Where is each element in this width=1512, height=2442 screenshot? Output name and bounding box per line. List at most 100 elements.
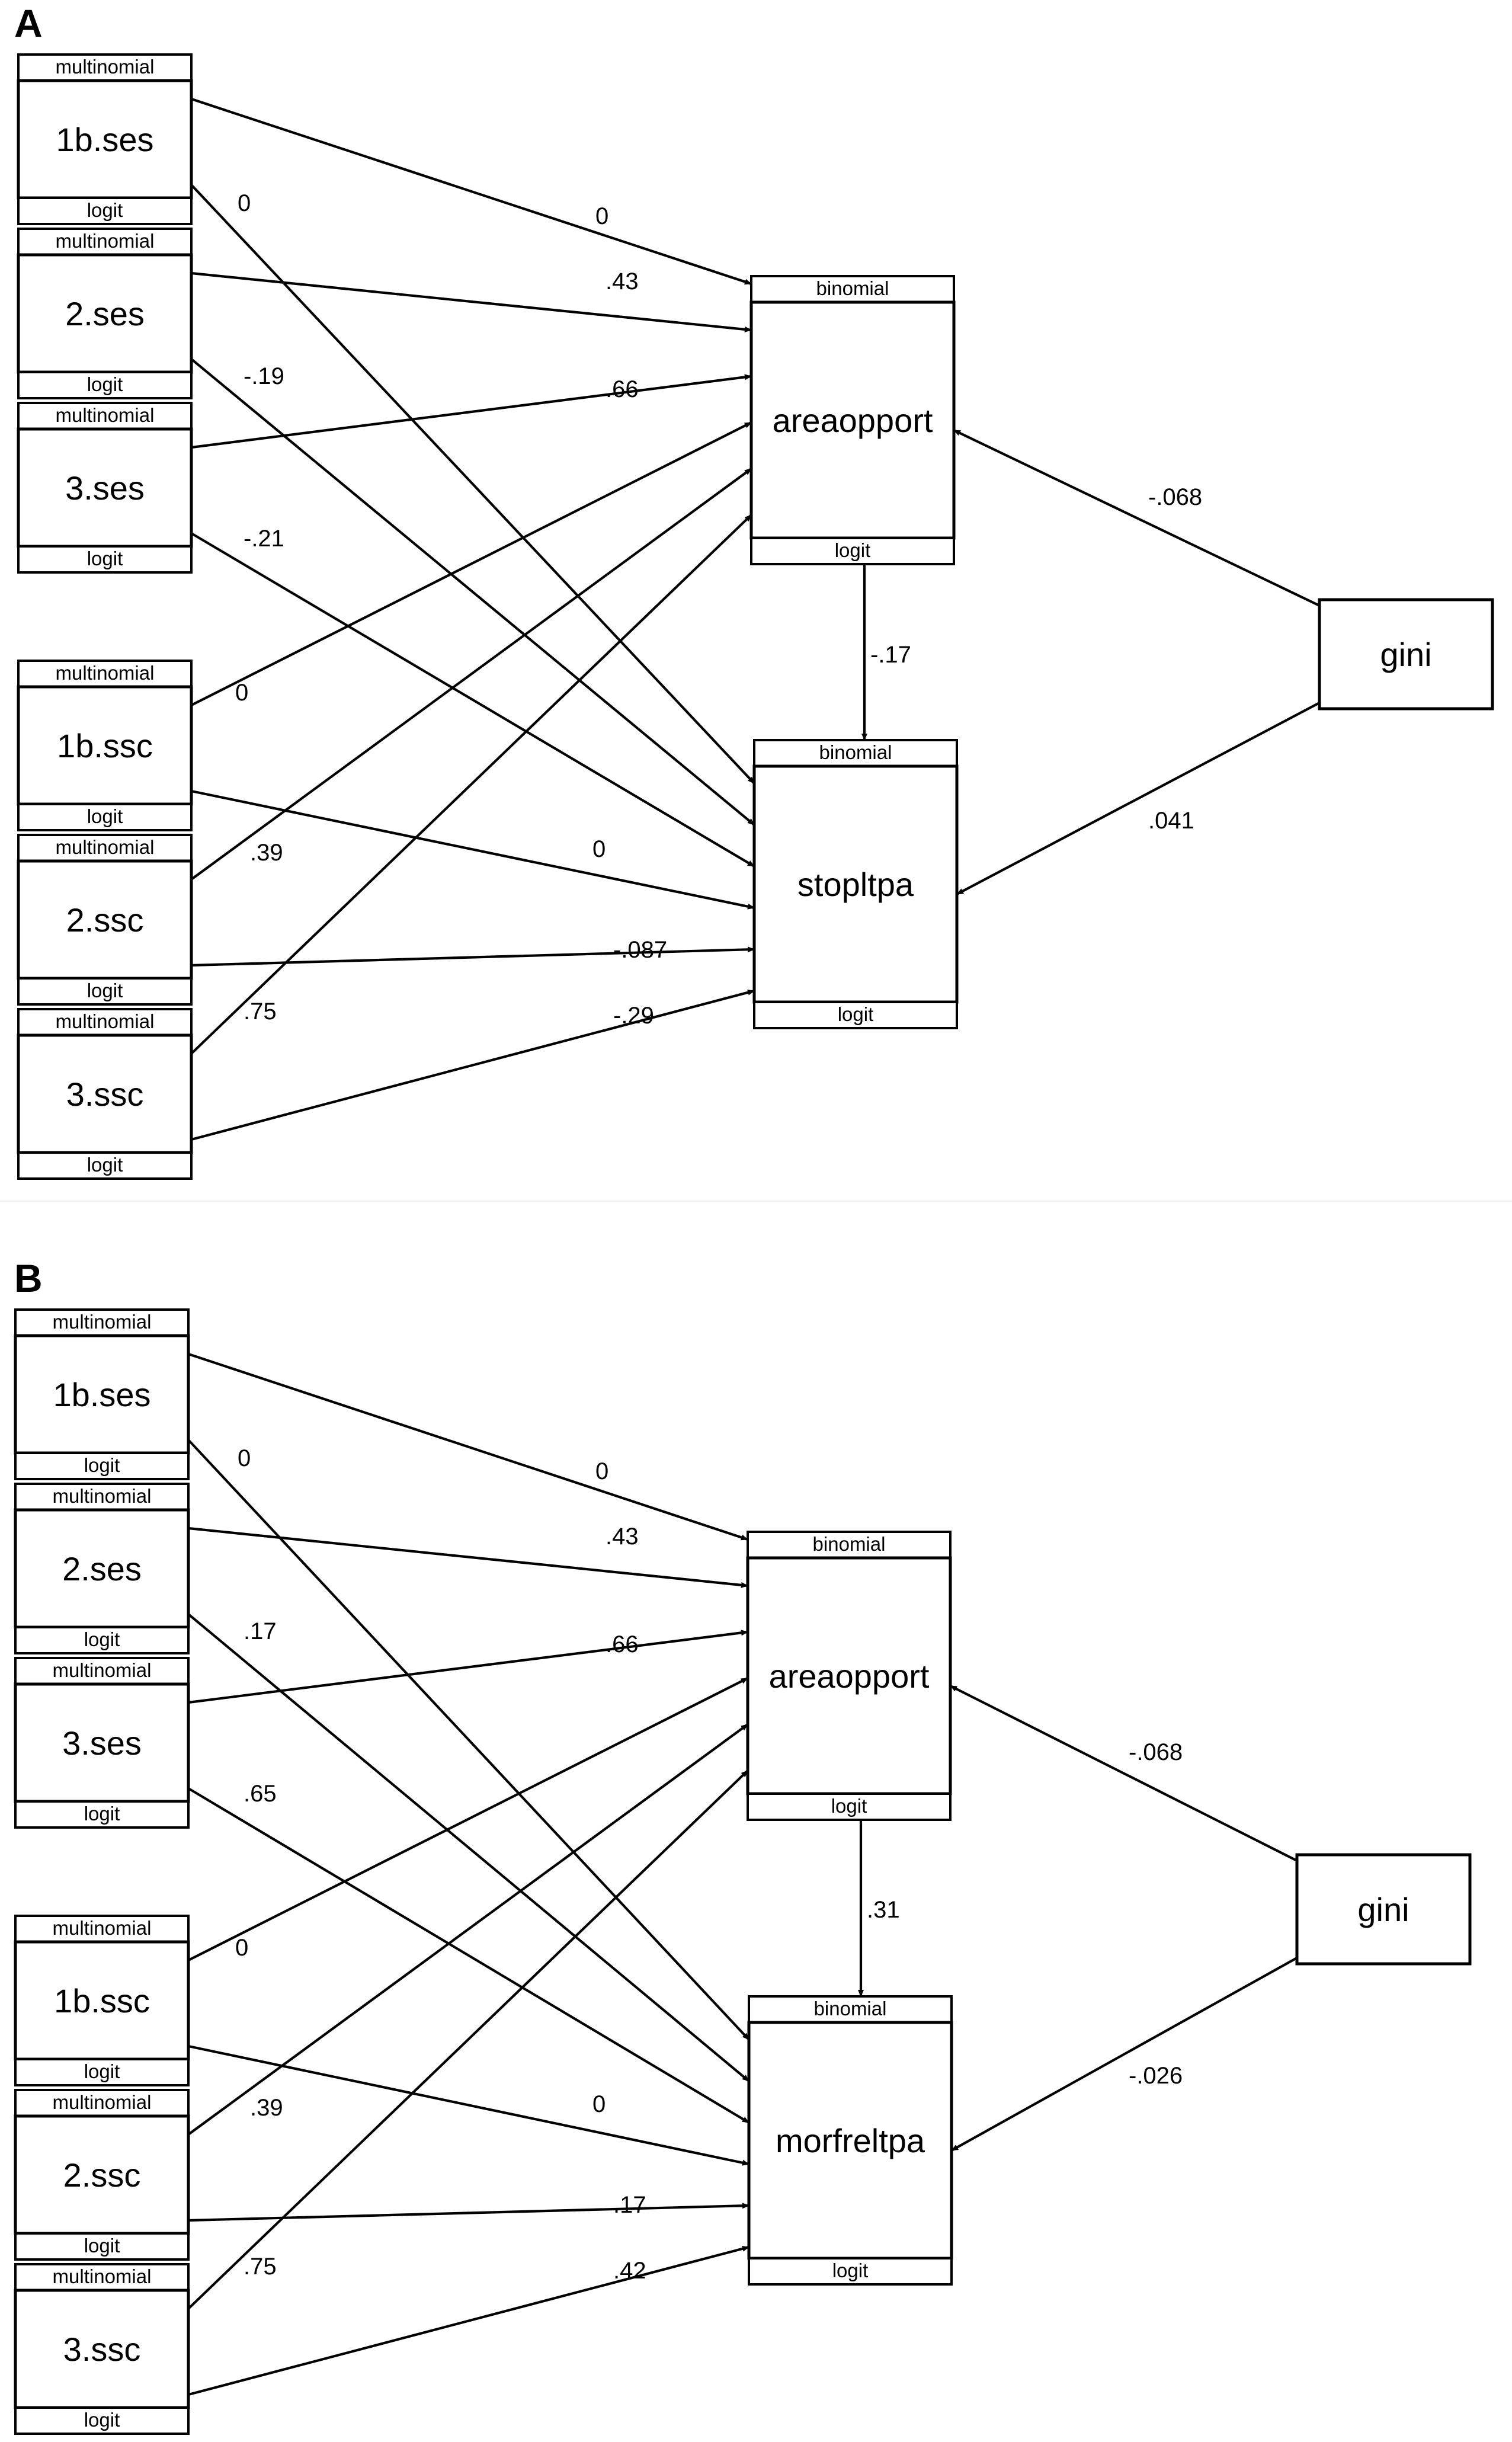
source-node-link-label: logit — [87, 805, 123, 827]
path-source-to-outcome — [187, 1439, 750, 2041]
source-node-link-label: logit — [84, 1454, 120, 1476]
source-node-box — [17, 859, 193, 980]
coef-to-outcome: 0 — [238, 190, 251, 216]
source-node-distribution-label: multinomial — [56, 404, 155, 426]
outcome-node-box — [747, 2021, 953, 2260]
coef-to-mediator: .75 — [244, 2254, 277, 2280]
panel-letter: A — [14, 1, 43, 45]
coef-gini-to-mediator: -.068 — [1148, 484, 1202, 510]
source-node-distribution-label: multinomial — [56, 1010, 155, 1032]
coef-to-outcome: -.087 — [613, 937, 667, 963]
outcome-node-distribution-label: binomial — [814, 1998, 887, 2019]
source-node-bottom-strip — [17, 1151, 193, 1180]
outcome-node-bottom-strip — [748, 2257, 953, 2286]
panel-letter: B — [14, 1256, 43, 1300]
path-31-to-mediator — [190, 514, 752, 1055]
source-node-distribution-label: multinomial — [53, 2265, 152, 2287]
coef-to-mediator: .39 — [250, 2095, 283, 2121]
source-node-link-label: logit — [84, 2060, 120, 2082]
mediator-node-link-label: logit — [835, 539, 871, 561]
coef-to-mediator: .66 — [606, 1631, 639, 1657]
source-node-distribution-label: multinomial — [53, 2091, 152, 2113]
source-node-name: 2.ssc — [63, 2156, 141, 2194]
coef-to-mediator: .39 — [250, 840, 283, 866]
path-source-to-outcome — [190, 532, 755, 868]
source-node-bottom-strip — [14, 2232, 190, 2261]
source-node-box — [14, 1508, 190, 1629]
coef-to-outcome: .17 — [244, 1618, 277, 1644]
source-node-distribution-label: multinomial — [53, 1917, 152, 1939]
moderator-node-box — [1295, 1853, 1472, 1966]
path-31-to-mediator — [190, 468, 752, 881]
source-node-box — [17, 1033, 193, 1154]
source-node-link-label: logit — [87, 373, 123, 395]
source-node-box — [14, 1682, 190, 1803]
source-node-box — [14, 1940, 190, 2061]
source-node-bottom-strip — [14, 1626, 190, 1654]
source-node-distribution-label: multinomial — [53, 1485, 152, 1507]
path-source-to-outcome — [191, 946, 755, 967]
source-node-link-label: logit — [84, 2409, 120, 2431]
source-node-top-strip — [14, 1308, 190, 1337]
path-26-to-mediator — [187, 1723, 749, 2136]
path-source-to-outcome — [187, 1613, 750, 2082]
source-node-link-label: logit — [84, 1803, 120, 1825]
source-node-box — [14, 2114, 190, 2235]
path-26-to-mediator — [187, 1769, 749, 2310]
outcome-node-link-label: logit — [838, 1003, 874, 1025]
outcome-node-name: stopltpa — [797, 866, 914, 903]
source-node-link-label: logit — [87, 1154, 123, 1176]
path-source-to-outcome — [187, 1787, 750, 2124]
coef-to-outcome: -.21 — [244, 526, 284, 552]
moderator-node-name: gini — [1380, 636, 1431, 673]
coef-to-mediator: .66 — [606, 376, 639, 402]
source-node-bottom-strip — [17, 977, 193, 1006]
coef-to-mediator: .75 — [244, 998, 277, 1025]
coef-to-mediator: .43 — [606, 268, 639, 295]
coef-to-outcome: 0 — [592, 836, 606, 862]
source-node-name: 1b.ssc — [57, 727, 153, 764]
source-node-bottom-strip — [14, 1800, 190, 1829]
source-node-box — [14, 1334, 190, 1455]
source-node-name: 3.ssc — [63, 2331, 141, 2368]
source-node-name: 3.ses — [62, 1724, 142, 1762]
coef-mediator-to-outcome: .31 — [867, 1897, 900, 1923]
coef-mediator-to-outcome: -.17 — [870, 642, 911, 668]
source-node-top-strip — [14, 2263, 190, 2291]
moderator-node-name: gini — [1357, 1891, 1409, 1928]
coef-to-mediator: .43 — [606, 1524, 639, 1550]
coef-gini-to-outcome: .041 — [1148, 808, 1194, 834]
mediator-node-name: areaopport — [769, 1657, 930, 1695]
panel-a: Amultinomial1b.seslogitmultinomial2.sesl… — [14, 1, 1494, 1180]
path-26-to-mediator — [188, 1353, 748, 1541]
mediator-node-box — [749, 300, 956, 540]
coef-gini-to-mediator: -.068 — [1129, 1739, 1183, 1765]
coef-to-outcome: 0 — [238, 1445, 251, 1471]
path-gini-to-outcome — [956, 702, 1320, 895]
source-node-link-label: logit — [87, 199, 123, 221]
source-node-bottom-strip — [14, 2058, 190, 2086]
coef-to-outcome: .17 — [613, 2192, 646, 2218]
source-node-bottom-strip — [14, 1452, 190, 1480]
mediator-node-bottom-strip — [747, 1793, 952, 1821]
mediator-node-distribution-label: binomial — [816, 277, 889, 299]
source-node-top-strip — [17, 402, 193, 430]
path-26-to-mediator — [188, 1526, 748, 1588]
outcome-node-distribution-label: binomial — [819, 741, 892, 763]
coef-gini-to-outcome: -.026 — [1129, 2063, 1183, 2089]
coef-to-mediator: 0 — [595, 203, 608, 229]
path-source-to-outcome — [188, 2203, 749, 2222]
outcome-node-box — [752, 764, 959, 1004]
mediator-node-bottom-strip — [750, 537, 955, 565]
coef-to-mediator: 0 — [595, 1458, 608, 1484]
source-node-top-strip — [17, 228, 193, 256]
coef-to-outcome: -.19 — [244, 363, 284, 389]
coef-to-mediator: 0 — [235, 680, 248, 706]
source-node-link-label: logit — [84, 1628, 120, 1650]
outcome-node-top-strip — [748, 1995, 953, 2024]
mediator-node-distribution-label: binomial — [813, 1533, 886, 1555]
path-31-to-mediator — [191, 98, 752, 285]
source-node-link-label: logit — [87, 548, 123, 569]
source-node-distribution-label: multinomial — [56, 836, 155, 858]
